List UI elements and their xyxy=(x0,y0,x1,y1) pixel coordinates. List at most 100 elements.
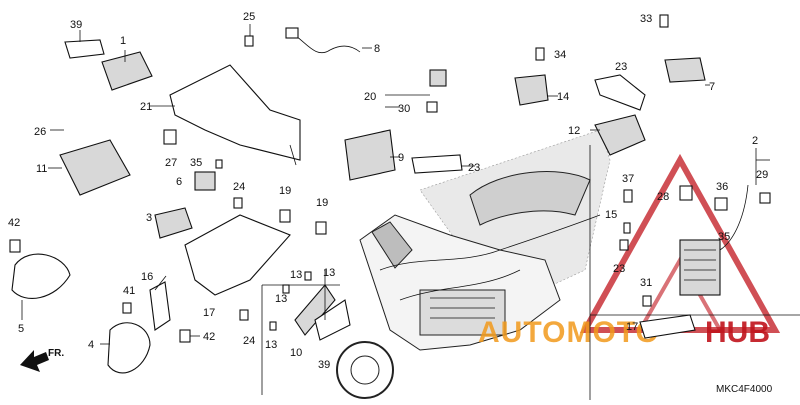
part-19-clip-a xyxy=(279,209,291,223)
callout-labels: 39 1 25 8 21 26 11 27 35 6 24 3 19 19 42… xyxy=(8,11,768,371)
part-5-horn xyxy=(11,253,71,299)
part-12-unit xyxy=(594,114,646,156)
callout-19a: 19 xyxy=(279,185,291,197)
callout-23a: 23 xyxy=(468,162,480,174)
callout-26: 25 xyxy=(243,11,255,23)
part-6-relay xyxy=(194,171,216,191)
callout-6: 6 xyxy=(176,176,182,188)
part-28-clip xyxy=(163,129,177,145)
watermark-text-right: HUB xyxy=(705,316,770,349)
callout-30: 30 xyxy=(398,103,410,115)
callout-18: 17 xyxy=(203,307,215,319)
callout-2: 2 xyxy=(752,135,758,147)
part-33-bolt xyxy=(215,159,223,169)
motorcycle-illustration xyxy=(336,129,611,399)
callout-12: 12 xyxy=(568,125,580,137)
part-37-grommet xyxy=(714,197,728,211)
callout-23b: 23 xyxy=(615,61,627,73)
part-39-clip-lower xyxy=(314,299,351,341)
part-14-bracket xyxy=(514,74,549,106)
part-8-harness xyxy=(289,31,361,53)
callout-10: 10 xyxy=(290,347,302,359)
callout-25a: 24 xyxy=(233,181,245,193)
callout-31: 29 xyxy=(756,169,768,181)
callout-41: 41 xyxy=(123,285,135,297)
part-42-bolt-left xyxy=(9,239,21,253)
callout-37: 36 xyxy=(716,181,728,193)
diagram-code: MKC4F4000 xyxy=(716,384,773,395)
part-40-bolt xyxy=(623,189,633,203)
part-16-bracket xyxy=(149,281,171,331)
part-26-bolt xyxy=(244,35,254,47)
part-25-bolt-upper xyxy=(233,197,243,209)
callout-39b: 39 xyxy=(318,359,330,371)
part-15-bolt xyxy=(623,222,631,234)
callout-24: 23 xyxy=(613,263,625,275)
watermark-text-left: AUTOMOTO xyxy=(478,316,660,349)
callout-5: 5 xyxy=(18,323,24,335)
callout-21: 21 xyxy=(140,101,152,113)
part-13-clip-b xyxy=(304,271,312,281)
callout-9: 9 xyxy=(398,152,404,164)
direction-label: FR. xyxy=(48,348,64,359)
part-39-clip xyxy=(64,39,105,59)
part-3-relay xyxy=(154,207,193,239)
callout-42b: 42 xyxy=(203,331,215,343)
part-11-control-unit xyxy=(59,139,131,196)
callout-39a: 39 xyxy=(70,19,82,31)
part-36-regulator xyxy=(679,239,721,296)
part-2-harness xyxy=(719,184,749,251)
callout-3: 3 xyxy=(146,212,152,224)
callout-27: 26 xyxy=(34,126,46,138)
part-34-bolt xyxy=(535,47,545,61)
callout-16: 16 xyxy=(141,271,153,283)
callout-35: 33 xyxy=(640,13,652,25)
callout-13c: 13 xyxy=(275,293,287,305)
part-18-cover xyxy=(184,214,291,296)
callout-32: 31 xyxy=(640,277,652,289)
part-30-clip xyxy=(426,101,438,113)
part-8-connector xyxy=(285,27,299,39)
callout-7: 7 xyxy=(709,81,715,93)
part-41-bolt xyxy=(122,302,132,314)
callout-8: 8 xyxy=(374,43,380,55)
callout-20: 20 xyxy=(364,91,376,103)
callout-36: 35 xyxy=(718,231,730,243)
callout-11: 11 xyxy=(36,163,47,175)
part-23-cover-upper xyxy=(594,74,646,111)
callout-28: 27 xyxy=(165,157,177,169)
front-direction-indicator: FR. xyxy=(20,348,64,372)
part-19-clip-b xyxy=(315,221,327,235)
callout-25b: 24 xyxy=(243,335,255,347)
direction-arrow-icon xyxy=(20,350,49,372)
callout-14: 14 xyxy=(557,91,569,103)
callout-42a: 42 xyxy=(8,217,20,229)
callout-40: 37 xyxy=(622,173,634,185)
part-24-bolt xyxy=(619,239,629,251)
part-20-relay xyxy=(429,69,447,87)
part-13-clip-a xyxy=(282,284,290,294)
part-7-bracket xyxy=(664,57,706,83)
part-1-module xyxy=(101,51,153,91)
part-31-connector xyxy=(759,192,771,204)
callout-13b: 13 xyxy=(323,267,335,279)
part-23-cover-lower xyxy=(411,154,463,174)
part-32-bolt xyxy=(642,295,652,307)
part-29-clip xyxy=(679,185,693,201)
callout-33: 35 xyxy=(190,157,202,169)
callout-13d: 13 xyxy=(265,339,277,351)
part-13-clip-c xyxy=(269,321,277,331)
part-4-horn xyxy=(107,322,151,374)
callout-1: 1 xyxy=(120,35,126,47)
part-17-plate xyxy=(639,314,696,339)
callout-19b: 19 xyxy=(316,197,328,209)
callout-29: 28 xyxy=(657,191,669,203)
part-21-bracket xyxy=(169,64,301,161)
callout-4: 4 xyxy=(88,339,94,351)
callout-15: 15 xyxy=(605,209,617,221)
callout-17: 17 xyxy=(626,321,638,333)
part-35-bolt xyxy=(659,14,669,28)
callout-13a: 13 xyxy=(290,269,302,281)
part-9-ecu xyxy=(344,129,396,181)
